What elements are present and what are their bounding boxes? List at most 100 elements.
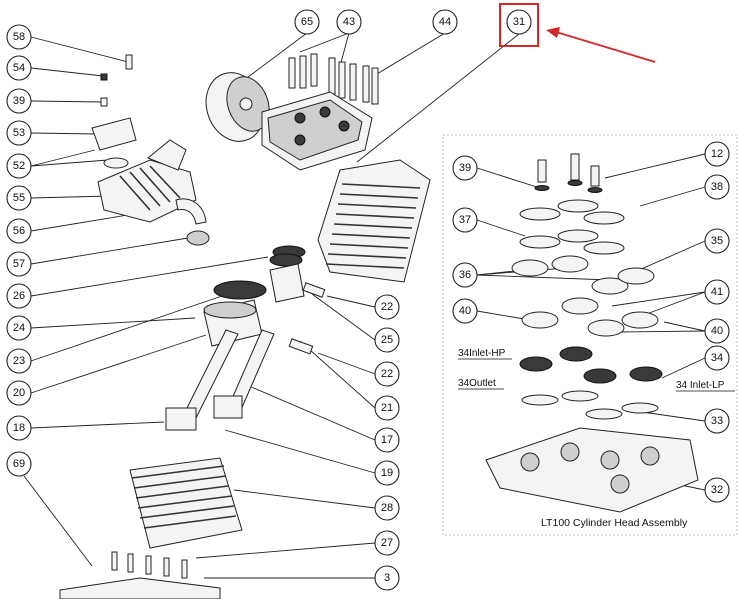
svg-text:38: 38 <box>711 181 723 193</box>
top-bolts <box>288 53 379 105</box>
valve-head-top <box>261 91 373 171</box>
svg-text:18: 18 <box>13 422 25 434</box>
svg-text:27: 27 <box>381 537 393 549</box>
inset-callout-35: 35 <box>704 228 730 254</box>
callout-54: 54 <box>6 55 32 81</box>
inset-callout-40-left: 40 <box>452 298 478 324</box>
svg-text:22: 22 <box>381 301 393 313</box>
piston-small <box>269 263 305 303</box>
svg-text:22: 22 <box>381 368 393 380</box>
svg-text:24: 24 <box>13 322 25 334</box>
inset-cylinder-head <box>485 427 699 513</box>
callout-28: 28 <box>374 495 400 521</box>
svg-text:3: 3 <box>384 572 390 584</box>
main-assembly-parts <box>59 53 431 599</box>
svg-text:12: 12 <box>711 148 723 160</box>
svg-text:36: 36 <box>459 269 471 281</box>
base-bolts <box>59 551 221 599</box>
callout-69: 69 <box>6 451 32 477</box>
label-outlet: 34Outlet <box>458 378 496 389</box>
svg-text:40: 40 <box>711 325 723 337</box>
svg-text:33: 33 <box>711 415 723 427</box>
left-leader-lines <box>23 36 269 567</box>
svg-text:56: 56 <box>13 225 25 237</box>
svg-text:69: 69 <box>13 458 25 470</box>
highlight-box <box>499 3 539 47</box>
top-leader-lines <box>243 32 520 163</box>
svg-text:31: 31 <box>513 16 525 28</box>
callout-25: 25 <box>374 327 400 353</box>
svg-text:17: 17 <box>381 434 393 446</box>
callout-18: 18 <box>6 415 32 441</box>
callout-55: 55 <box>6 185 32 211</box>
svg-text:53: 53 <box>13 127 25 139</box>
cylinder-block <box>129 457 243 549</box>
elbow-fitting <box>175 198 207 225</box>
svg-text:58: 58 <box>13 31 25 43</box>
callout-22-lower: 22 <box>374 361 400 387</box>
svg-text:57: 57 <box>13 258 25 270</box>
svg-text:39: 39 <box>459 162 471 174</box>
wrist-pin-upper <box>302 282 326 298</box>
svg-text:19: 19 <box>381 467 393 479</box>
callouts-left-column: 58 54 39 53 52 55 56 57 26 24 23 20 18 6… <box>6 24 32 477</box>
callout-53: 53 <box>6 120 32 146</box>
svg-text:23: 23 <box>13 355 25 367</box>
callout-17: 17 <box>374 427 400 453</box>
callout-24: 24 <box>6 315 32 341</box>
svg-text:55: 55 <box>13 192 25 204</box>
svg-text:25: 25 <box>381 334 393 346</box>
callout-44: 44 <box>432 9 458 35</box>
callout-43: 43 <box>336 9 362 35</box>
svg-text:32: 32 <box>711 484 723 496</box>
inset-callout-39: 39 <box>452 155 478 181</box>
inset-callouts-right: 12 38 35 41 40 34 33 32 <box>704 141 730 503</box>
callouts-right-column: 22 25 22 21 17 19 28 27 3 <box>374 294 400 591</box>
svg-text:44: 44 <box>439 16 451 28</box>
inset-callouts-left: 39 37 36 40 <box>452 155 478 324</box>
callout-3: 3 <box>374 565 400 591</box>
inset-parts <box>485 153 699 513</box>
inset-callout-34: 34 <box>704 345 730 371</box>
svg-text:43: 43 <box>343 16 355 28</box>
svg-text:20: 20 <box>13 387 25 399</box>
svg-text:35: 35 <box>711 235 723 247</box>
callout-39: 39 <box>6 88 32 114</box>
callout-27: 27 <box>374 530 400 556</box>
label-inlet-hp: 34Inlet-HP <box>458 348 506 359</box>
inset-callout-36: 36 <box>452 262 478 288</box>
inset-callout-32: 32 <box>704 477 730 503</box>
highlighted-callout-31: 31 <box>506 9 532 35</box>
inset-callout-33: 33 <box>704 408 730 434</box>
svg-text:21: 21 <box>381 402 393 414</box>
callout-52: 52 <box>6 153 32 179</box>
svg-text:28: 28 <box>381 502 393 514</box>
callout-58: 58 <box>6 24 32 50</box>
svg-text:41: 41 <box>711 286 723 298</box>
connecting-rods <box>165 329 275 431</box>
svg-text:26: 26 <box>13 290 25 302</box>
hex-nut <box>186 230 210 246</box>
inset-callout-37: 37 <box>452 207 478 233</box>
wrist-pin-lower <box>288 338 314 355</box>
inset-leader-lines <box>476 153 706 491</box>
inset-border <box>442 134 738 536</box>
piston-large <box>203 280 267 347</box>
callouts-top-row: 65 43 44 <box>294 9 458 35</box>
svg-text:37: 37 <box>459 214 471 226</box>
piston-rings-small <box>269 245 306 267</box>
right-leader-lines <box>195 293 376 579</box>
head-cover-plate <box>205 72 270 142</box>
highlight-arrow <box>546 27 656 63</box>
svg-text:40: 40 <box>459 305 471 317</box>
callout-23: 23 <box>6 348 32 374</box>
callout-21: 21 <box>374 395 400 421</box>
inset-callout-12: 12 <box>704 141 730 167</box>
callout-56: 56 <box>6 218 32 244</box>
label-inlet-lp: 34 Inlet-LP <box>676 380 725 391</box>
svg-text:54: 54 <box>13 62 25 74</box>
inset-panel: 34Inlet-HP 34Outlet 34 Inlet-LP LT100 Cy… <box>442 134 738 536</box>
inset-callout-40-right: 40 <box>704 318 730 344</box>
callout-22-upper: 22 <box>374 294 400 320</box>
